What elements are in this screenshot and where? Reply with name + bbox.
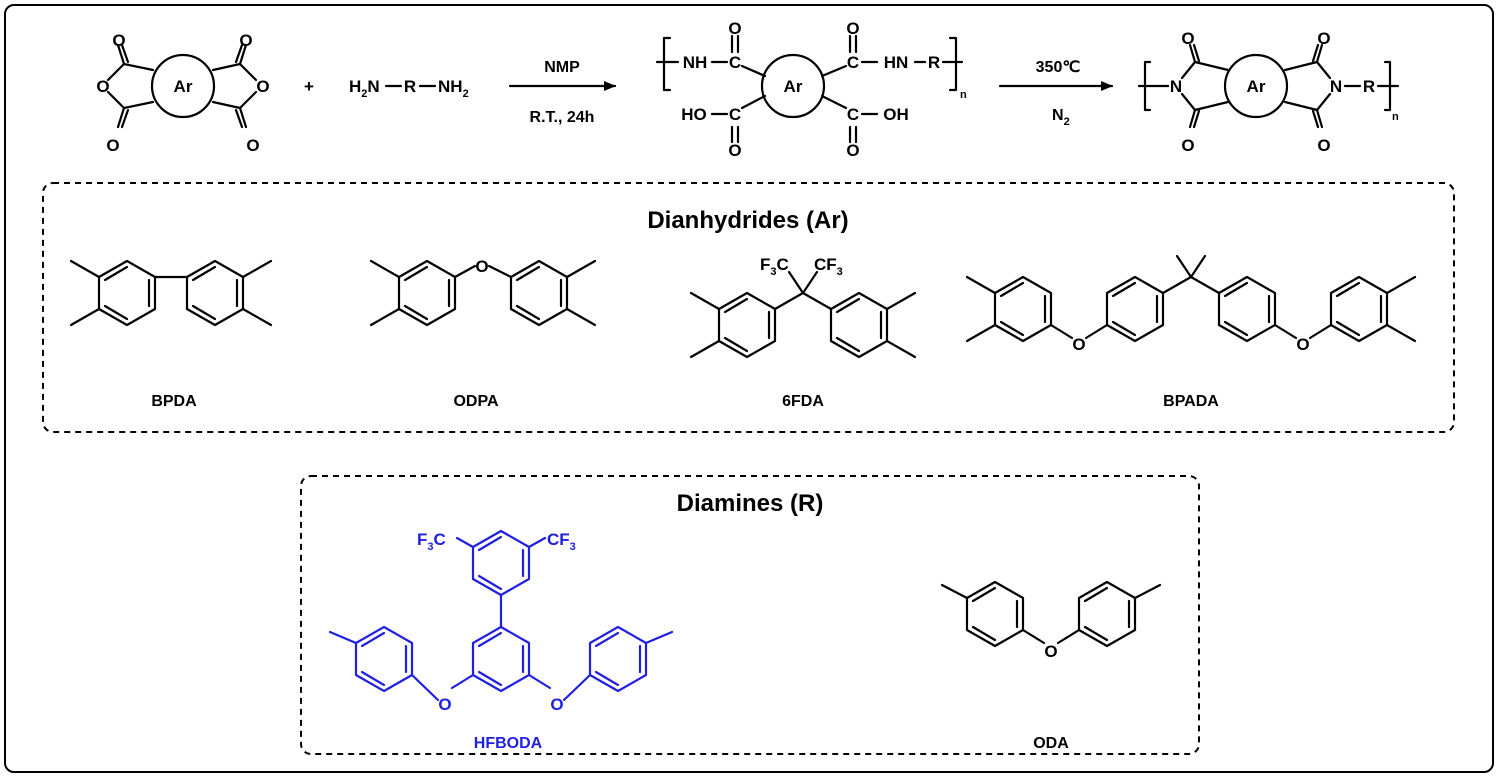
step1-conditions: R.T., 24h <box>530 109 595 126</box>
diamines-panel: Diamines (R) F3C CF3 O O <box>300 475 1200 755</box>
bpada-left-o: O <box>1072 335 1085 354</box>
hfboda-structure: F3C CF3 O O HFBODA <box>328 529 674 752</box>
step2-atmosphere: N2 <box>1052 107 1070 128</box>
6fda-structure: F3C CF3 6FDA <box>689 255 917 410</box>
odpa-structure: O ODPA <box>369 257 597 410</box>
polyimide: N O O Ar O O N R n <box>1137 29 1400 155</box>
svg-text:OH: OH <box>883 105 909 124</box>
6fda-left-cf3: F3C <box>760 255 789 278</box>
svg-text:O: O <box>1181 29 1194 48</box>
bpda-label: BPDA <box>151 393 197 410</box>
svg-text:C: C <box>847 105 859 124</box>
anhydride-o-ring-right: O <box>256 77 269 96</box>
ar-circle <box>150 53 216 119</box>
reaction-row: Ar O O O O O O + H2N R NH2 <box>96 19 1400 160</box>
svg-text:O: O <box>1317 136 1330 155</box>
diamines-dashed-frame <box>300 475 1200 755</box>
anhydride-o-bottom-left: O <box>106 136 119 155</box>
svg-text:HO: HO <box>681 105 707 124</box>
hfboda-right-cf3: CF3 <box>547 530 576 553</box>
arrow-step-2: 350℃ N2 <box>998 59 1114 128</box>
anhydride-o-ring-left: O <box>96 77 109 96</box>
svg-text:R: R <box>1363 77 1375 96</box>
dianhydride-monomer: Ar O O O O O O <box>96 31 269 155</box>
bpda-structure: BPDA <box>69 259 273 410</box>
anhydride-o-top-left: O <box>112 31 125 50</box>
dianhydrides-panel: Dianhydrides (Ar) BPDA <box>42 182 1455 433</box>
svg-text:C: C <box>729 53 741 72</box>
svg-text:H2N: H2N <box>349 77 380 100</box>
dianhydrides-title: Dianhydrides (Ar) <box>647 207 848 234</box>
anhydride-o-top-right: O <box>239 31 252 50</box>
hfboda-right-o: O <box>550 695 563 714</box>
ar-label: Ar <box>174 77 193 96</box>
hfboda-left-o: O <box>438 695 451 714</box>
svg-text:C: C <box>729 105 741 124</box>
pi-ar-label: Ar <box>1247 77 1266 96</box>
bpada-right-o: O <box>1296 335 1309 354</box>
dianhydrides-dashed-frame <box>42 182 1455 433</box>
svg-text:HN: HN <box>884 53 909 72</box>
svg-text:N: N <box>1330 77 1342 96</box>
svg-text:O: O <box>728 141 741 160</box>
odpa-bridge-o: O <box>475 257 488 276</box>
hfboda-label: HFBODA <box>474 735 543 752</box>
diamines-title: Diamines (R) <box>677 490 824 517</box>
svg-text:R: R <box>404 77 416 96</box>
pi-repeat-index: n <box>1392 111 1399 123</box>
odpa-label: ODPA <box>453 393 498 410</box>
paa-ar-label: Ar <box>784 77 803 96</box>
svg-text:O: O <box>846 19 859 38</box>
svg-text:R: R <box>928 53 940 72</box>
svg-text:O: O <box>846 141 859 160</box>
svg-text:N: N <box>1170 77 1182 96</box>
svg-text:O: O <box>728 19 741 38</box>
arrow-step-1: NMP R.T., 24h <box>508 59 617 126</box>
svg-text:NH2: NH2 <box>438 77 469 100</box>
svg-text:O: O <box>1317 29 1330 48</box>
outer-frame <box>4 4 1494 773</box>
oda-label: ODA <box>1033 735 1069 752</box>
poly-amic-acid: NH C O C Ar C O HN R n C HO <box>655 19 967 160</box>
step1-solvent: NMP <box>544 59 580 76</box>
6fda-label: 6FDA <box>782 393 824 410</box>
diamine-monomer: H2N R NH2 <box>349 77 469 100</box>
oda-bridge-o: O <box>1044 642 1057 661</box>
step2-temperature: 350℃ <box>1036 59 1081 76</box>
svg-text:C: C <box>847 53 859 72</box>
paa-repeat-index: n <box>960 89 967 101</box>
svg-text:O: O <box>1181 136 1194 155</box>
anhydride-o-bottom-right: O <box>246 136 259 155</box>
bpada-label: BPADA <box>1163 393 1219 410</box>
oda-structure: O ODA <box>940 580 1162 752</box>
svg-text:NH: NH <box>683 53 708 72</box>
hfboda-left-cf3: F3C <box>417 530 446 553</box>
plus-sign: + <box>304 77 314 96</box>
6fda-right-cf3: CF3 <box>814 255 843 278</box>
bpada-structure: O O BPADA <box>965 254 1417 410</box>
